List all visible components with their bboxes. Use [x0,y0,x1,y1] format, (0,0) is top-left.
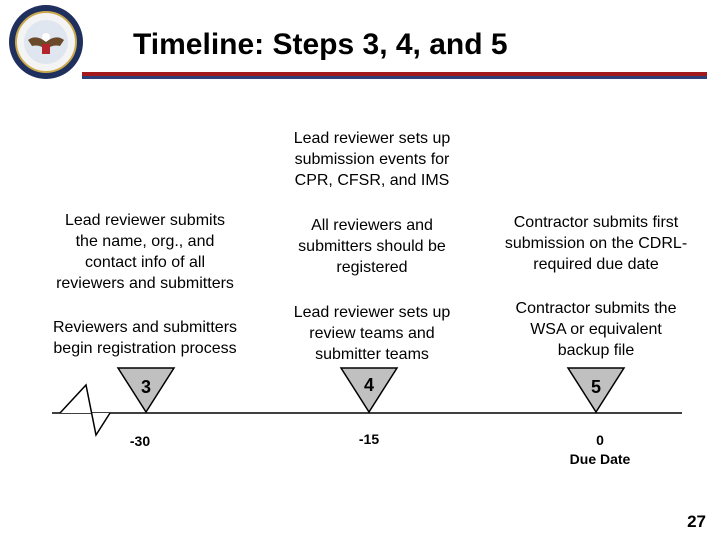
step-4-text-2: All reviewers and submitters should be r… [298,217,446,276]
step-3-text-2: Reviewers and submitters begin registrat… [52,319,238,357]
department-seal-icon [8,4,84,80]
step-5-day-label: 0 Due Date [560,431,640,469]
step-5-day-sublabel: Due Date [569,451,631,467]
page-number: 27 [687,512,706,531]
step-5-marker: 5 [566,367,626,414]
svg-text:5: 5 [591,377,601,397]
step-3-text-1: Lead reviewer submits the name, org., an… [56,212,234,292]
svg-text:4: 4 [364,375,374,395]
title-rule-red [82,72,707,76]
step-4-marker: 4 [339,367,399,414]
step-4-text-3: Lead reviewer sets up review teams and s… [293,304,451,363]
step-5-text-1: Contractor submits first submission on t… [504,214,688,273]
title-rule-blue [82,76,707,79]
step-3-marker: 3 [116,367,176,414]
page-title: Timeline: Steps 3, 4, and 5 [133,28,508,61]
svg-text:3: 3 [141,377,151,397]
step-4-text-1: Lead reviewer sets up submission events … [293,130,451,189]
step-3-day-label: -30 [129,433,151,449]
step-4-day-label: -15 [358,431,380,447]
axis-break-icon [59,383,111,437]
step-5-text-2: Contractor submits the WSA or equivalent… [515,300,677,359]
